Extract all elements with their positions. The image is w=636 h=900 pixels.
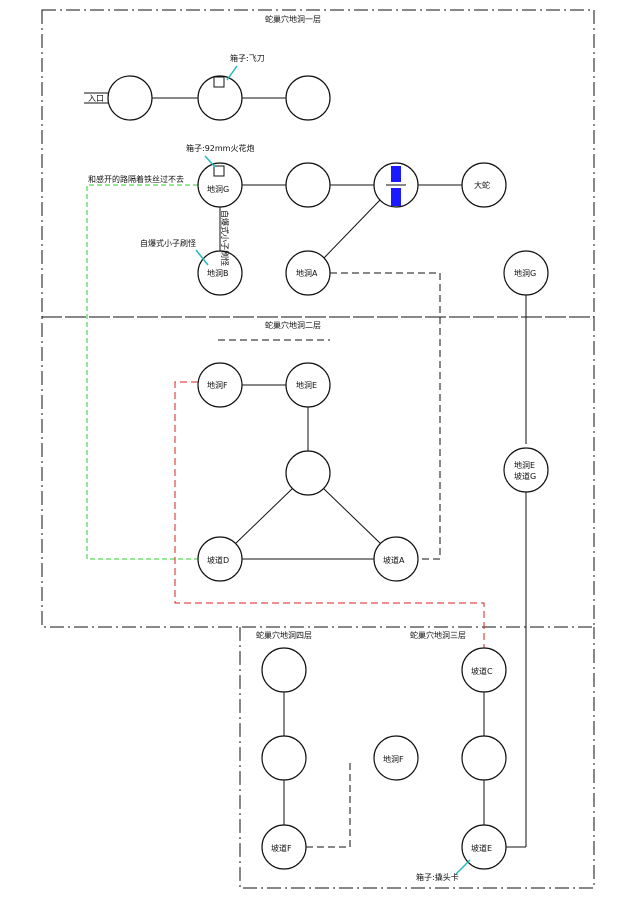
node-cave-f-f3 <box>373 735 419 781</box>
box1-note: 箱子:飞刀 <box>230 53 265 63</box>
cave-e-label: 地洞E <box>296 380 317 390</box>
edge-center-rampd <box>233 487 294 546</box>
node-ramp-d <box>197 536 243 582</box>
node-cave-e-ramp-g <box>503 447 549 493</box>
floor3-4-border <box>239 627 595 889</box>
floor4-title: 蛇巢穴地洞四层 <box>256 630 312 640</box>
box1-icon <box>213 76 225 88</box>
red-path <box>174 381 485 648</box>
green-path <box>86 184 198 560</box>
node-cave-a <box>285 250 331 296</box>
node-f1-mid <box>285 162 331 208</box>
ramp-f-label: 坡道F <box>271 843 292 853</box>
box1-leader <box>226 65 238 81</box>
left-note-leader <box>195 249 209 266</box>
floor2-title: 蛇巢穴地洞二层 <box>265 320 321 330</box>
node-ramp-f <box>261 824 307 870</box>
node-f1-top-right <box>285 75 331 121</box>
boss-label: 大蛇 <box>474 180 490 190</box>
node-f4-mid <box>261 735 307 781</box>
box2-note: 箱子:92mm火花炮 <box>186 143 254 153</box>
bottom-note: 箱子:撬头卡 <box>416 872 459 882</box>
nodes <box>107 75 549 870</box>
dash-rampf-f3 <box>306 760 351 848</box>
node-f2-center <box>285 450 331 496</box>
dashed-edges <box>306 272 441 848</box>
edges <box>152 97 527 848</box>
floor1-title: 蛇巢穴地洞一层 <box>265 14 321 24</box>
cave-e-mid-label-2: 坡道G <box>514 471 536 481</box>
left-note: 自爆式小子刷怪 <box>140 238 196 248</box>
floor2-border <box>41 316 595 628</box>
ramp-c-label: 坡道C <box>471 666 493 676</box>
node-f4-top <box>261 647 307 693</box>
node-cave-e <box>285 362 331 408</box>
cave-b-label: 地洞B <box>207 268 229 278</box>
node-ramp-c <box>461 647 507 693</box>
ramp-a-label: 坡道A <box>383 555 405 565</box>
floor3-title: 蛇巢穴地洞三层 <box>410 630 466 640</box>
cave-a-label: 地洞A <box>296 268 318 278</box>
cave-f-f3-label: 地洞F <box>383 754 404 764</box>
cave-g-right-label: 地洞G <box>514 268 536 278</box>
box2-icon <box>213 165 225 177</box>
node-ramp-e <box>461 824 507 870</box>
ramp-e-label: 坡道E <box>471 843 492 853</box>
entrance-label: 入口 <box>88 94 104 103</box>
door-bottom <box>391 188 401 206</box>
node-entrance <box>107 75 153 121</box>
vertical-note: 自爆式小子刷怪 <box>220 210 230 266</box>
dash-cavea-rampa <box>330 272 441 560</box>
edge-door-cavea <box>322 199 381 260</box>
box2-leader <box>204 155 216 168</box>
green-path-note: 和感开的路隔着铁丝过不去 <box>88 174 184 184</box>
cave-f-label: 地洞F <box>207 380 228 390</box>
node-ramp-a <box>373 536 419 582</box>
node-cave-b <box>197 250 243 296</box>
edge-center-rampa <box>322 487 383 546</box>
node-cave-g <box>197 162 243 208</box>
ramp-d-label: 坡道D <box>207 555 229 565</box>
node-boss <box>461 162 507 208</box>
node-cave-f <box>197 362 243 408</box>
node-cave-g-right <box>503 250 549 296</box>
door-top <box>391 166 401 182</box>
floor-borders <box>41 9 595 889</box>
cave-e-mid-label-1: 地洞E <box>514 460 535 470</box>
bottom-note-leader <box>455 859 471 875</box>
node-f3-mid <box>461 735 507 781</box>
cave-g-label: 地洞G <box>207 184 229 194</box>
node-box1 <box>197 75 243 121</box>
